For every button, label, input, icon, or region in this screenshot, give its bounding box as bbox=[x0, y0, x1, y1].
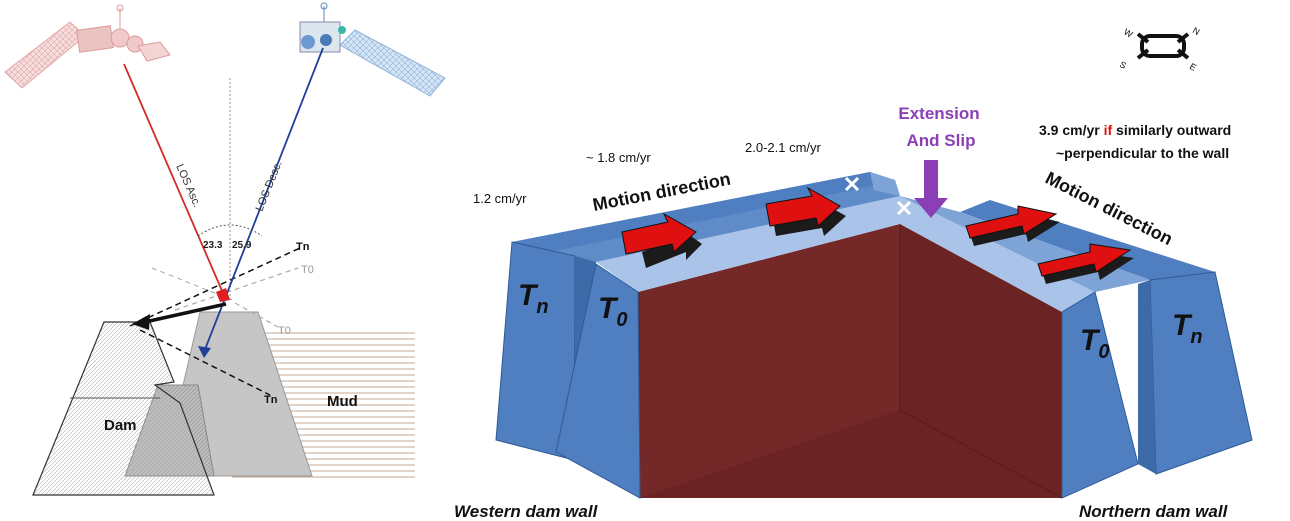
motion-arrow-west-1 bbox=[621, 212, 702, 268]
northern-wall-tn bbox=[1149, 271, 1253, 475]
wall-t0-right-label: T0 bbox=[1080, 324, 1109, 363]
motion-arrow-north-1 bbox=[965, 205, 1060, 246]
cross-section-panel: 23.3 25.9 LOS Asc. LOS Desc. Tn T0 T0 Tn… bbox=[4, 2, 446, 496]
northern-wall-label: Northern dam wall bbox=[1079, 502, 1229, 521]
svg-text:S: S bbox=[1118, 59, 1128, 71]
western-wall-label: Western dam wall bbox=[454, 502, 599, 521]
crack-marker-upper bbox=[844, 176, 860, 192]
rate-north-label-line2: ~perpendicular to the wall bbox=[1056, 145, 1229, 161]
los-descending-line bbox=[203, 47, 324, 353]
motion-arrow-north-2 bbox=[1037, 243, 1134, 284]
t0-line-upper bbox=[174, 267, 299, 311]
tn-line-lower bbox=[139, 329, 271, 396]
block-diagram-panel: W N S E bbox=[454, 25, 1253, 521]
motion-arrow-west-2 bbox=[765, 186, 846, 236]
tn-line-upper bbox=[129, 247, 301, 327]
angle-ascending-label: 23.3 bbox=[203, 240, 223, 251]
los-ascending-label: LOS Asc. bbox=[173, 162, 203, 209]
tn-upper-label: Tn bbox=[296, 241, 310, 253]
rate-north-label-line1: 3.9 cm/yr if similarly outward bbox=[1039, 122, 1231, 138]
t0-top-surface bbox=[596, 196, 1095, 312]
dam-label: Dam bbox=[104, 417, 137, 434]
svg-text:E: E bbox=[1188, 61, 1198, 73]
wall-t0-left-label: T0 bbox=[598, 292, 627, 331]
mud-label: Mud bbox=[327, 393, 358, 410]
rate-west-outer-label: 1.2 cm/yr bbox=[473, 191, 527, 206]
displacement-arrow bbox=[144, 302, 227, 324]
compass-icon: W N S E bbox=[1118, 25, 1202, 73]
tn-lower-label: Tn bbox=[264, 394, 278, 406]
t0-upper-label: T0 bbox=[301, 264, 314, 276]
extension-arrow-icon bbox=[914, 160, 948, 218]
angle-descending-label: 25.9 bbox=[232, 240, 252, 251]
measurement-marker bbox=[216, 288, 230, 302]
western-wall-t0 bbox=[555, 263, 641, 499]
los-ascending-line bbox=[123, 63, 227, 301]
svg-text:W: W bbox=[1122, 27, 1135, 40]
extension-label-line2: And Slip bbox=[907, 131, 976, 150]
dam-profile-tn bbox=[32, 321, 215, 496]
rate-west-inner-label: 2.0-2.1 cm/yr bbox=[745, 140, 822, 155]
svg-text:N: N bbox=[1191, 25, 1202, 37]
wall-tn-left-label: Tn bbox=[518, 279, 549, 318]
wall-tn-right-label: Tn bbox=[1172, 309, 1203, 348]
extension-label-line1: Extension bbox=[898, 104, 979, 123]
descending-satellite-icon bbox=[299, 2, 446, 97]
crack-marker-lower bbox=[896, 200, 912, 216]
northern-wall-t0 bbox=[1061, 291, 1139, 499]
ascending-satellite-icon bbox=[4, 4, 171, 89]
t0-lower-label: T0 bbox=[278, 325, 291, 337]
los-descending-label: LOS Desc. bbox=[254, 159, 285, 213]
rate-west-mid-label: ~ 1.8 cm/yr bbox=[586, 150, 651, 165]
